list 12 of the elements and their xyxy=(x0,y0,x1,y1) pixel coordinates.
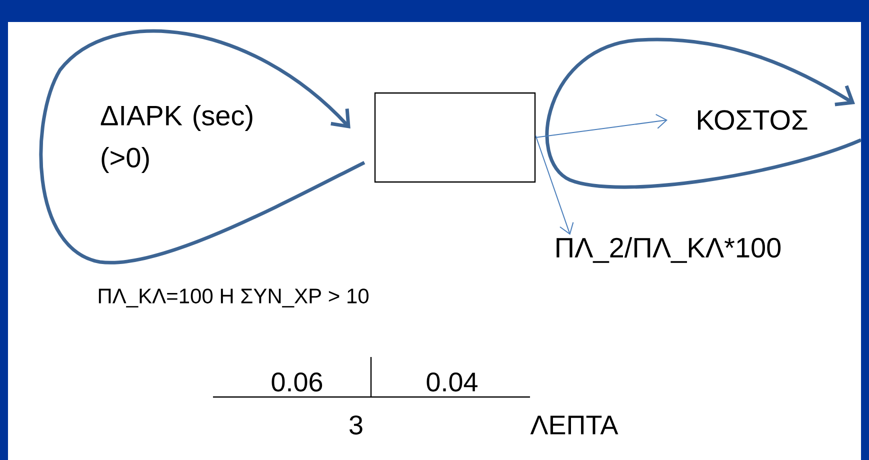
table-value: 0.06 xyxy=(272,372,322,392)
node-text: ΔΙΑΡΚ (sec) (>0) xyxy=(100,104,252,174)
arrow xyxy=(39,30,366,264)
node-text: ΚΟΣΤΟΣ xyxy=(698,110,808,130)
node-text: ΠΛ_2/ΠΛ_ΚΛ*100 xyxy=(556,237,781,263)
condition-text: ΠΛ_ΚΛ=100 Η ΣΥΝ_ΧΡ > 10 xyxy=(98,288,369,308)
arrow xyxy=(535,114,668,138)
table-value: 0.04 xyxy=(426,372,478,392)
arrow xyxy=(535,135,574,235)
table-value: 3 xyxy=(350,415,362,435)
unit-label: ΛΕΠΤΑ xyxy=(530,416,618,434)
empty-box xyxy=(374,92,536,183)
